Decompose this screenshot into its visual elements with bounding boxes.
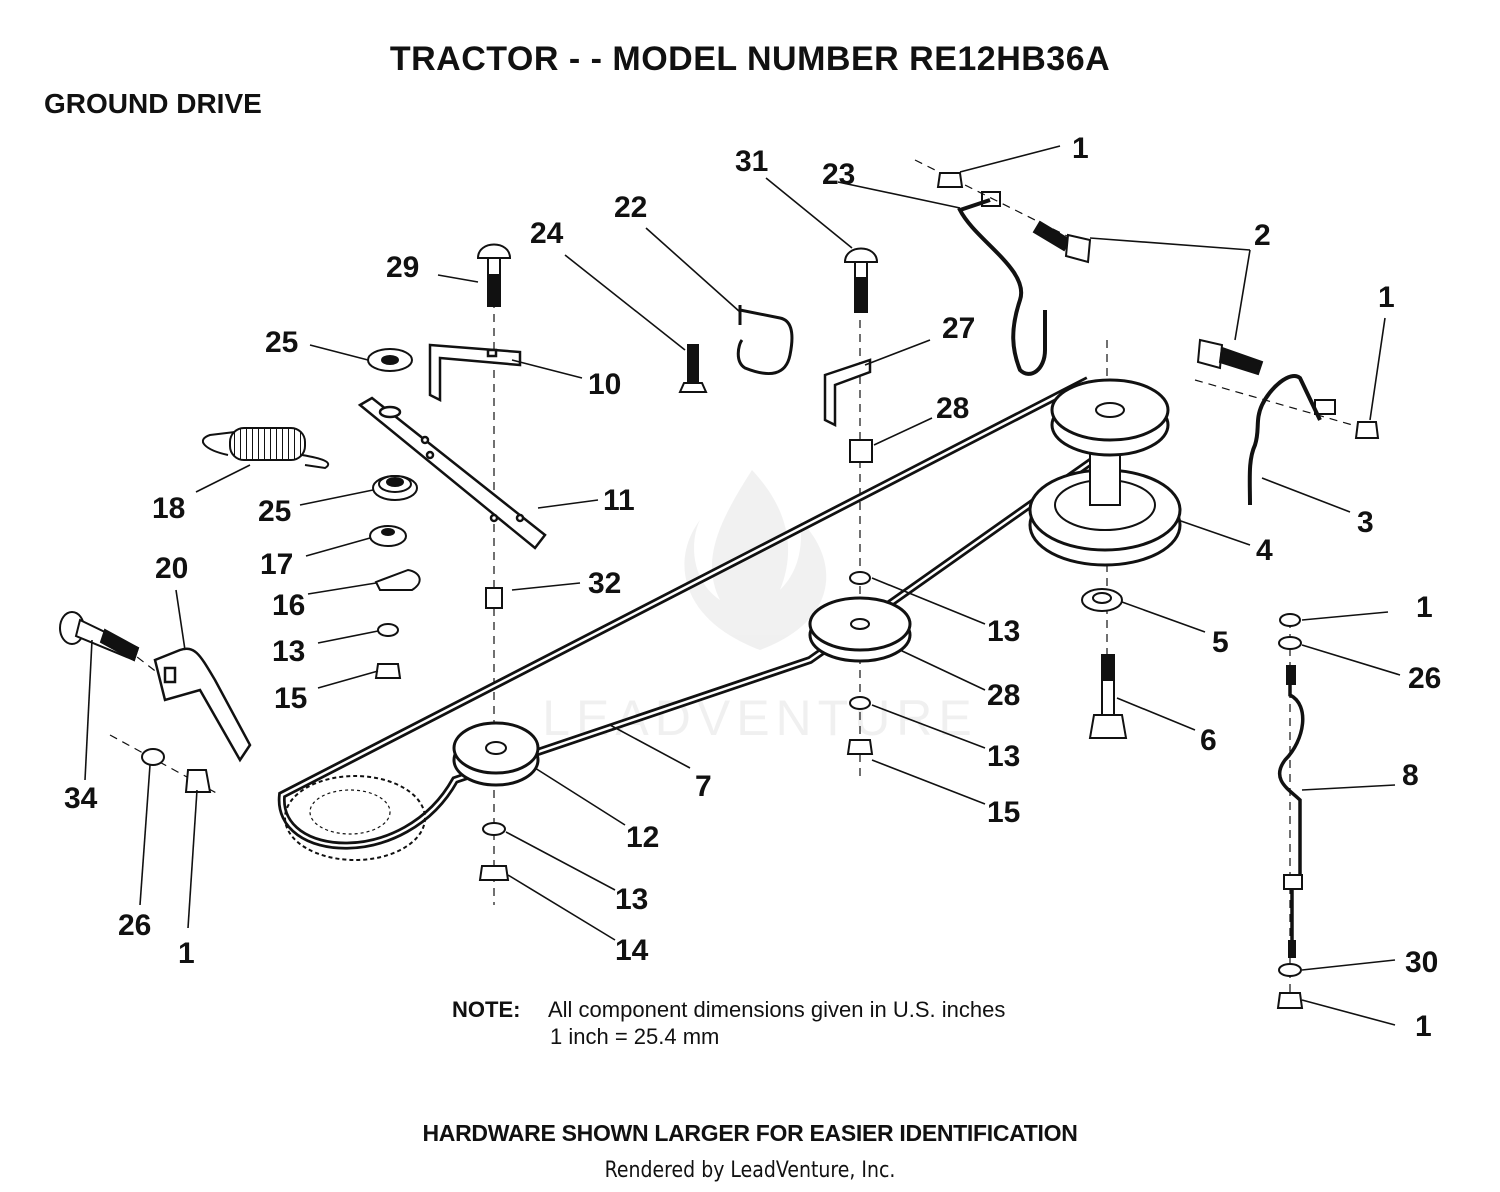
callout-10: 10 [588,368,621,401]
carriage-bolt-32 [843,247,879,313]
idler-pulley-center [808,596,912,663]
callout-4: 4 [1256,534,1273,567]
callout-1: 1 [1072,132,1089,165]
callout-6: 6 [1200,724,1217,757]
callout-16: 16 [272,589,305,622]
callout-1: 1 [1415,1010,1432,1043]
callout-34: 34 [64,782,98,815]
idler-arm-11 [357,396,547,550]
callout-30: 26 [1408,662,1441,695]
bolt-24 [678,344,708,393]
bracket-20 [153,647,252,763]
callout-17: 17 [260,548,293,581]
callout-5: 5 [1212,626,1229,659]
note-label: NOTE: [452,997,521,1022]
callout-12: 12 [626,821,659,854]
bracket-26 [823,358,872,428]
rod-3 [1247,374,1336,506]
callout-13: 13 [615,883,648,916]
callout-31: 30 [1405,946,1438,979]
callout-27: 28 [936,392,969,425]
callout-7: 7 [695,770,712,803]
engine-pulley [284,775,426,861]
note-line-1: All component dimensions given in U.S. i… [548,997,1006,1022]
callout-18: 18 [152,492,185,525]
callouts: 1 2 1 3 4 5 1 26 6 8 30 1 31 23 22 24 29… [64,132,1441,1043]
bracket-22 [736,305,794,376]
callout-25: 25 [258,495,291,528]
callout-1: 1 [1378,281,1395,314]
callout-26: 27 [942,312,975,345]
callout-33: 32 [588,567,621,600]
callout-22: 22 [614,191,647,224]
callout-20: 20 [155,552,188,585]
callout-25: 25 [265,326,298,359]
callout-8: 8 [1402,759,1419,792]
callout-13: 13 [987,740,1020,773]
watermark: LEADVENTURE [542,470,978,746]
rendered-by: Rendered by LeadVenture, Inc. [604,1158,896,1183]
spring-18 [202,427,330,470]
callout-32: 31 [735,145,768,178]
callout-15: 15 [987,796,1020,829]
idler-pulley-12 [452,721,540,787]
pulley-4 [1028,378,1182,567]
note: NOTE: All component dimensions given in U… [452,996,1005,1050]
callout-1: 1 [1416,591,1433,624]
bolt-6 [1088,654,1128,739]
section-title: GROUND DRIVE [44,88,262,119]
note-line-2: 1 inch = 25.4 mm [550,1024,720,1049]
callout-3: 3 [1357,506,1374,539]
bolt-2-lower [1196,338,1264,376]
bracket-10 [428,343,522,403]
callout-29: 29 [386,251,419,284]
callout-13: 13 [987,615,1020,648]
flame-logo-icon [684,470,827,650]
callout-2: 2 [1254,219,1271,252]
callout-30: 26 [118,909,151,942]
carriage-bolt-29 [476,243,512,307]
callout-14: 14 [615,934,649,967]
bolt-2-upper [1032,220,1092,264]
callout-1: 1 [178,937,195,970]
leader-lines [84,145,1401,1026]
hardware-note: HARDWARE SHOWN LARGER FOR EASIER IDENTIF… [422,1120,1078,1146]
rod-23 [957,191,1047,376]
watermark-text: LEADVENTURE [542,690,978,746]
page-title: TRACTOR - - MODEL NUMBER RE12HB36A [389,40,1111,78]
callout-24: 24 [530,217,564,250]
callout-23: 23 [822,158,855,191]
callout-15: 15 [274,682,307,715]
bolt-34 [59,611,140,662]
rod-8 [1277,665,1305,958]
callout-28: 28 [987,679,1020,712]
callout-11: 11 [603,484,635,517]
callout-13: 13 [272,635,305,668]
